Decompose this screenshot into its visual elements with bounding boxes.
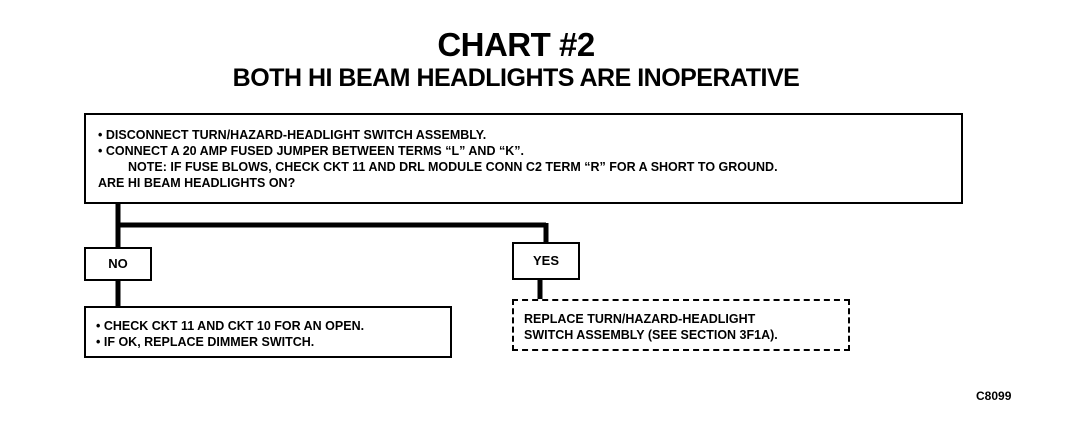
figure-code: C8099 bbox=[976, 389, 1012, 403]
yes-result-line: SWITCH ASSEMBLY (SEE SECTION 3F1A). bbox=[524, 328, 778, 342]
yes-result-box: REPLACE TURN/HAZARD-HEADLIGHT SWITCH ASS… bbox=[512, 299, 850, 351]
chart-title: CHART #2 bbox=[437, 26, 595, 63]
question-prompt: ARE HI BEAM HEADLIGHTS ON? bbox=[98, 176, 296, 190]
question-line: DISCONNECT TURN/HAZARD-HEADLIGHT SWITCH … bbox=[98, 127, 951, 143]
yes-result-line: REPLACE TURN/HAZARD-HEADLIGHT bbox=[524, 312, 756, 326]
chart-subtitle: BOTH HI BEAM HEADLIGHTS ARE INOPERATIVE bbox=[232, 64, 800, 92]
question-box: DISCONNECT TURN/HAZARD-HEADLIGHT SWITCH … bbox=[84, 113, 963, 204]
no-result-box: CHECK CKT 11 AND CKT 10 FOR AN OPEN. IF … bbox=[84, 306, 452, 358]
question-note: NOTE: IF FUSE BLOWS, CHECK CKT 11 AND DR… bbox=[128, 160, 778, 174]
question-line: CONNECT A 20 AMP FUSED JUMPER BETWEEN TE… bbox=[98, 143, 951, 159]
yes-decision-box: YES bbox=[512, 242, 580, 280]
no-result-line: IF OK, REPLACE DIMMER SWITCH. bbox=[96, 334, 450, 350]
no-result-line: CHECK CKT 11 AND CKT 10 FOR AN OPEN. bbox=[96, 318, 450, 334]
no-decision-box: NO bbox=[84, 247, 152, 281]
